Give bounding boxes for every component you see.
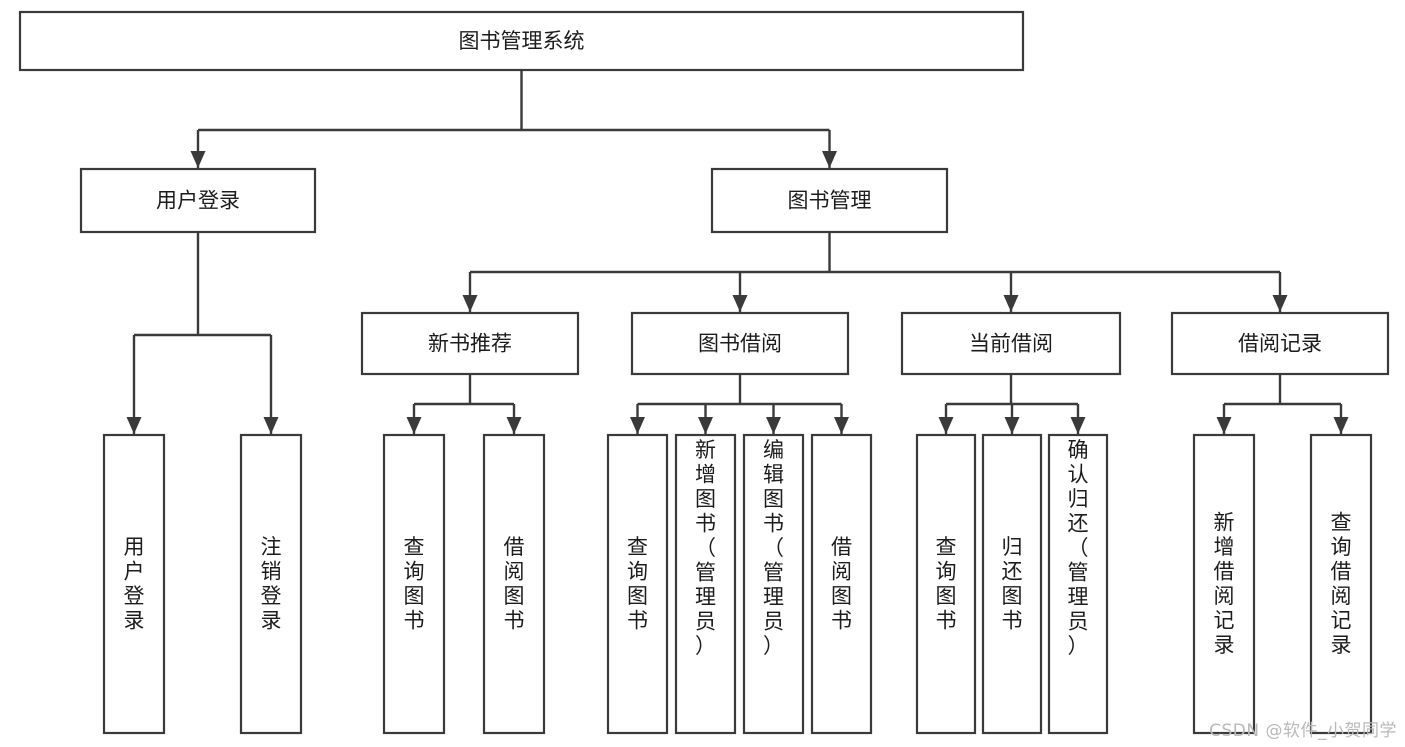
node-label-book-borrow: 图书借阅 <box>698 332 782 356</box>
node-box-book-borrow <box>630 311 850 376</box>
arrow-head-icon <box>834 417 849 434</box>
node-label-user-login: 用户登录 <box>156 189 240 213</box>
node-book-borrow[interactable]: 图书借阅 <box>630 311 850 376</box>
node-borrow-book-2[interactable]: 借阅图书 <box>810 433 873 735</box>
node-label-borrow-book-1: 借阅图书 <box>504 535 525 633</box>
arrow-head-icon <box>732 295 748 312</box>
node-label-query-book-2: 查询图书 <box>627 535 648 633</box>
node-box-user-login <box>79 167 317 234</box>
node-return-book[interactable]: 归还图书 <box>981 433 1043 735</box>
arrow-head-icon <box>506 417 522 434</box>
arrow-head-icon <box>766 417 781 434</box>
arrow-head-icon <box>1272 295 1288 312</box>
node-new-book-recommend[interactable]: 新书推荐 <box>360 311 580 376</box>
node-box-edit-book-admin <box>742 433 805 735</box>
node-label-borrow-record: 借阅记录 <box>1238 332 1322 356</box>
node-box-query-book-1 <box>382 433 446 735</box>
node-label-book-manage: 图书管理 <box>788 189 872 213</box>
node-label-confirm-return-admin: 确认归还（管理员） <box>1068 438 1089 658</box>
arrow-head-icon <box>1070 417 1086 434</box>
node-label-user-logout: 注销登录 <box>261 535 282 633</box>
node-label-current-borrow: 当前借阅 <box>969 332 1053 356</box>
node-query-book-3[interactable]: 查询图书 <box>915 433 977 735</box>
arrow-head-icon <box>1003 295 1019 312</box>
connector-layer <box>126 70 1349 434</box>
node-label-query-book-1: 查询图书 <box>404 535 425 633</box>
node-book-manage[interactable]: 图书管理 <box>710 167 949 234</box>
node-box-user-login-do <box>102 433 166 735</box>
node-box-query-borrow-record <box>1309 433 1373 735</box>
node-query-book-1[interactable]: 查询图书 <box>382 433 446 735</box>
node-user-login[interactable]: 用户登录 <box>79 167 317 234</box>
node-box-add-book-admin <box>674 433 737 735</box>
node-root[interactable]: 图书管理系统 <box>18 10 1025 72</box>
node-label-return-book: 归还图书 <box>1002 535 1023 633</box>
node-box-add-borrow-record <box>1192 433 1256 735</box>
node-borrow-record[interactable]: 借阅记录 <box>1170 311 1390 376</box>
node-box-user-logout <box>239 433 303 735</box>
arrow-head-icon <box>698 417 713 434</box>
node-edit-book-admin[interactable]: 编辑图书（管理员） <box>742 433 805 735</box>
node-box-query-book-2 <box>606 433 669 735</box>
node-label-new-book-recommend: 新书推荐 <box>428 332 512 356</box>
node-label-borrow-book-2: 借阅图书 <box>831 535 852 633</box>
node-box-current-borrow <box>900 311 1122 376</box>
node-box-book-manage <box>710 167 949 234</box>
node-add-book-admin[interactable]: 新增图书（管理员） <box>674 433 737 735</box>
arrow-head-icon <box>1333 417 1349 434</box>
node-add-borrow-record[interactable]: 新增借阅记录 <box>1192 433 1256 735</box>
arrow-head-icon <box>938 417 954 434</box>
node-box-query-book-3 <box>915 433 977 735</box>
arrow-head-icon <box>822 151 837 168</box>
node-label-query-book-3: 查询图书 <box>936 535 957 633</box>
node-box-new-book-recommend <box>360 311 580 376</box>
node-label-edit-book-admin: 编辑图书（管理员） <box>763 438 784 658</box>
node-current-borrow[interactable]: 当前借阅 <box>900 311 1122 376</box>
node-box-borrow-record <box>1170 311 1390 376</box>
node-label-add-book-admin: 新增图书（管理员） <box>695 438 716 658</box>
node-label-user-login-do: 用户登录 <box>124 535 145 633</box>
node-query-borrow-record[interactable]: 查询借阅记录 <box>1309 433 1373 735</box>
node-user-login-do[interactable]: 用户登录 <box>102 433 166 735</box>
node-borrow-book-1[interactable]: 借阅图书 <box>482 433 546 735</box>
node-confirm-return-admin[interactable]: 确认归还（管理员） <box>1047 433 1109 735</box>
arrow-head-icon <box>406 417 422 434</box>
arrow-head-icon <box>263 417 279 434</box>
node-user-logout[interactable]: 注销登录 <box>239 433 303 735</box>
node-box-borrow-book-1 <box>482 433 546 735</box>
node-query-book-2[interactable]: 查询图书 <box>606 433 669 735</box>
node-box-confirm-return-admin <box>1047 433 1109 735</box>
arrow-head-icon <box>462 295 478 312</box>
watermark-label: CSDN @软件_小贺同学 <box>1209 721 1397 741</box>
node-layer: 图书管理系统用户登录图书管理用户登录注销登录新书推荐查询图书借阅图书图书借阅查询… <box>18 10 1390 735</box>
arrow-head-icon <box>126 417 142 434</box>
node-label-query-borrow-record: 查询借阅记录 <box>1331 511 1352 658</box>
arrow-head-icon <box>190 151 206 168</box>
node-box-root <box>18 10 1025 72</box>
node-box-return-book <box>981 433 1043 735</box>
node-label-add-borrow-record: 新增借阅记录 <box>1214 511 1235 658</box>
node-box-borrow-book-2 <box>810 433 873 735</box>
arrow-head-icon <box>1004 417 1020 434</box>
arrow-head-icon <box>1216 417 1232 434</box>
node-label-root: 图书管理系统 <box>459 29 585 53</box>
arrow-head-icon <box>630 417 645 434</box>
